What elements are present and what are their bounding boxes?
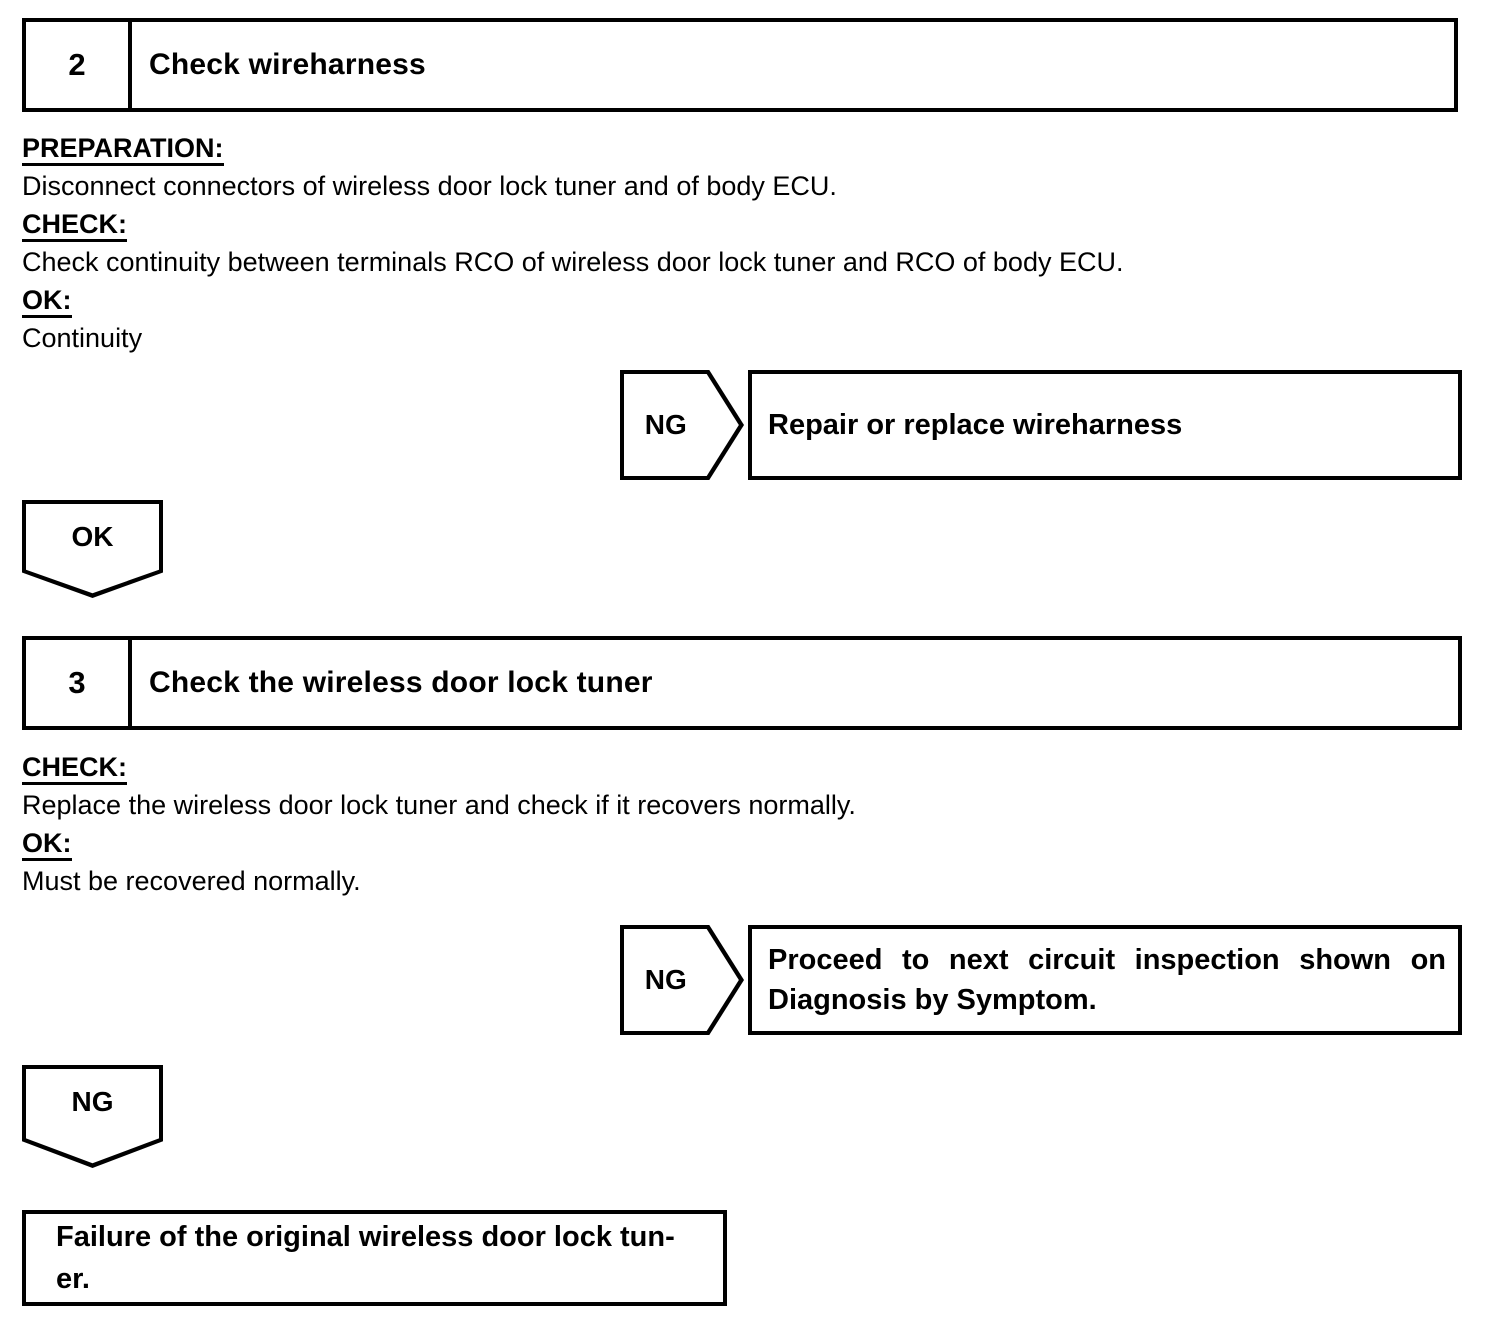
check-heading-row-3: CHECK: — [22, 752, 856, 789]
final-line-1: Failure of the original wireless door lo… — [56, 1221, 675, 1253]
ok-label-3: OK: — [22, 828, 72, 861]
step-number-2: 2 — [26, 22, 132, 108]
ng-tag-step-3: NG — [620, 925, 744, 1035]
result-box-proceed-next-inspection: Proceed to next circuit inspection shown… — [748, 925, 1462, 1035]
check-text-3: Replace the wireless door lock tuner and… — [22, 790, 856, 820]
ng-tag-step-3-label: NG — [644, 964, 687, 995]
result-box-repair-wireharness: Repair or replace wireharness — [748, 370, 1462, 480]
check-text: Check continuity between terminals RCO o… — [22, 247, 1124, 277]
result-box-final-failure-text: Failure of the original wireless door lo… — [26, 1216, 687, 1300]
step-number-3: 3 — [26, 640, 132, 726]
step-header-box-2: 2 Check wireharness — [22, 18, 1458, 112]
ok-text-3: Must be recovered normally. — [22, 866, 361, 896]
result-box-proceed-next-inspection-text: Proceed to next circuit inspection shown… — [752, 940, 1458, 1020]
step-header-box-3: 3 Check the wireless door lock tuner — [22, 636, 1462, 730]
step-title-2: Check wireharness — [149, 48, 426, 81]
ng-tag-final-inner: NG — [26, 1069, 159, 1164]
result-line-2: Diagnosis by Symptom. — [768, 984, 1097, 1016]
preparation-label: PREPARATION: — [22, 133, 224, 166]
ng-tag-final-label: NG — [71, 1086, 114, 1117]
preparation-heading-row: PREPARATION: — [22, 133, 1123, 170]
ok-text: Continuity — [22, 323, 143, 353]
preparation-text: Disconnect connectors of wireless door l… — [22, 171, 837, 201]
result-box-final-failure: Failure of the original wireless door lo… — [22, 1210, 727, 1306]
step-3-detail-text: CHECK: Replace the wireless door lock tu… — [22, 752, 856, 897]
ok-tag-step-2-inner: OK — [26, 504, 159, 594]
result-line-1: Repair or replace wireharness — [768, 409, 1183, 441]
ok-heading-row-3: OK: — [22, 828, 856, 865]
step-2-detail-text: PREPARATION: Disconnect connectors of wi… — [22, 133, 1123, 354]
ng-tag-step-2-label: NG — [644, 409, 687, 440]
result-box-repair-wireharness-text: Repair or replace wireharness — [752, 405, 1194, 445]
step-title-3: Check the wireless door lock tuner — [149, 666, 653, 699]
ok-tag-step-2-label: OK — [71, 521, 114, 552]
ok-heading-row: OK: — [22, 285, 1123, 322]
check-label-3: CHECK: — [22, 752, 127, 785]
ng-tag-step-2-inner: NG — [624, 374, 739, 476]
ng-tag-step-2: NG — [620, 370, 744, 480]
ng-tag-final: NG — [22, 1065, 163, 1168]
result-line-1: Proceed to next circuit inspection shown… — [768, 944, 1446, 976]
ok-label: OK: — [22, 285, 72, 318]
check-label: CHECK: — [22, 209, 127, 242]
check-heading-row: CHECK: — [22, 209, 1123, 246]
final-line-2: er. — [56, 1263, 90, 1295]
ok-tag-step-2: OK — [22, 500, 163, 598]
ng-tag-step-3-inner: NG — [624, 929, 739, 1031]
